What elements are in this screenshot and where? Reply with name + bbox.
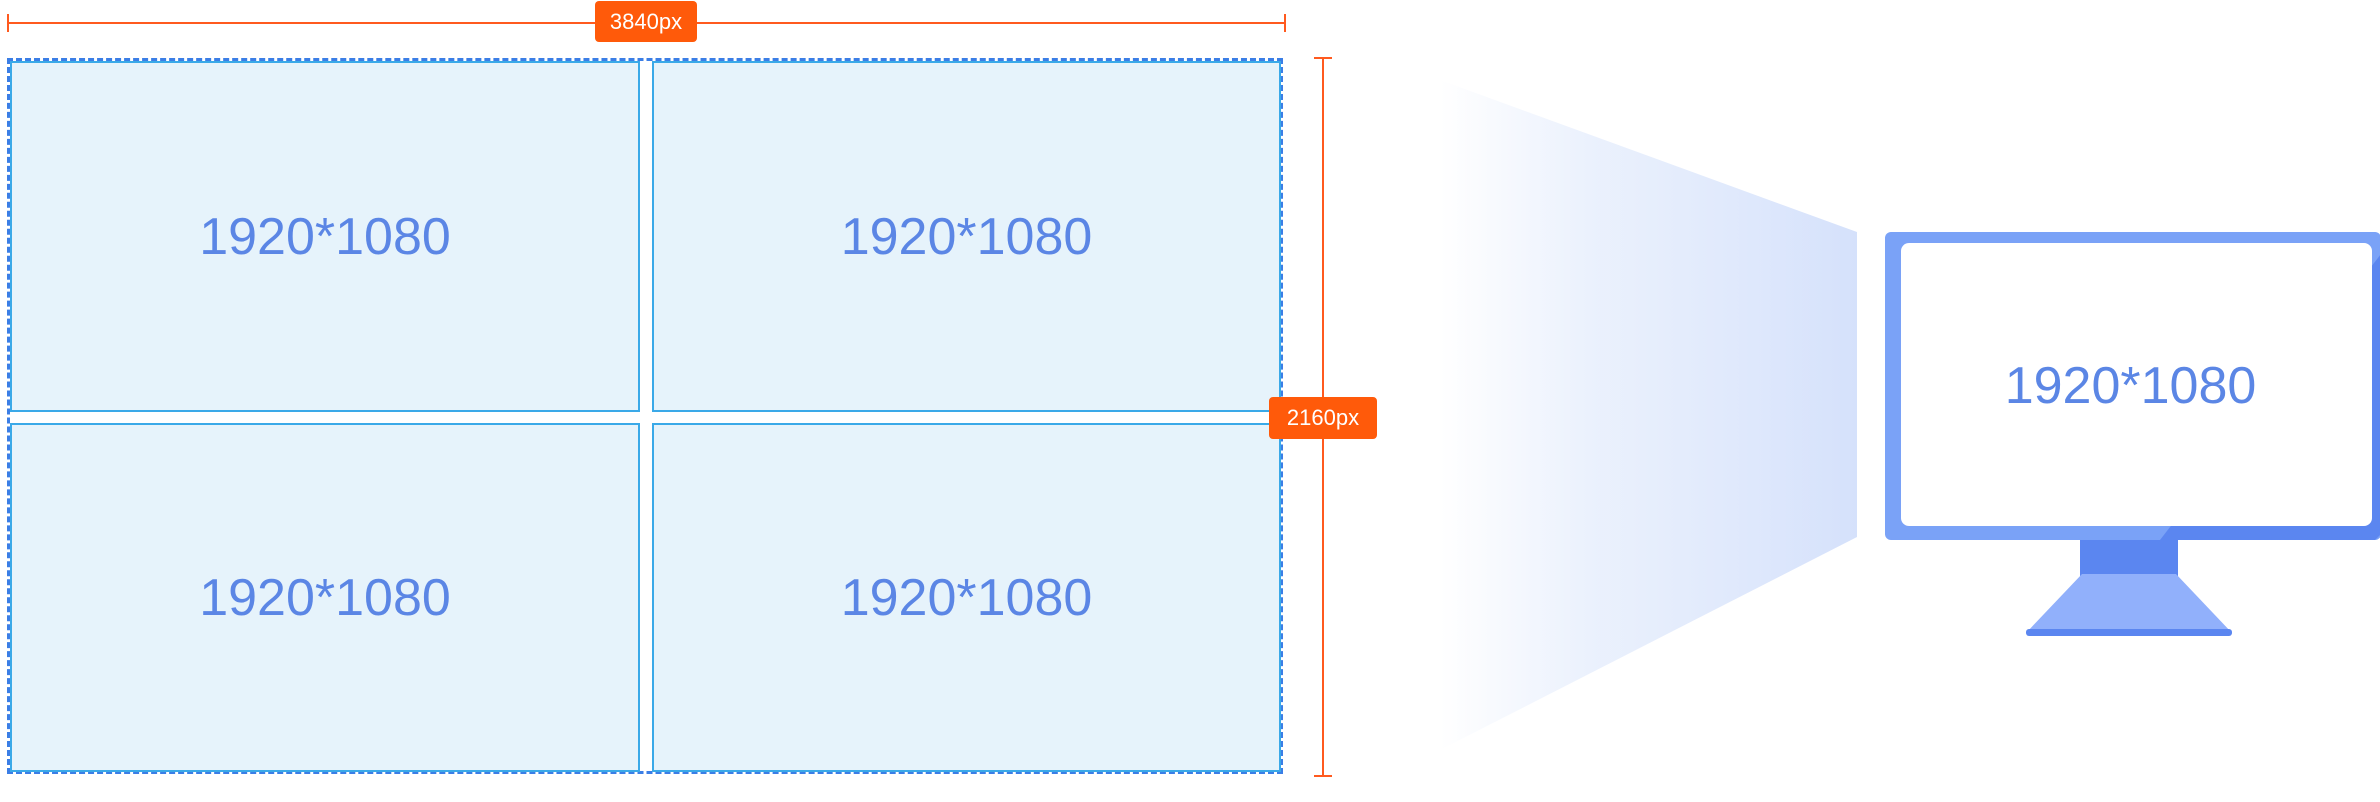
monitor-screen-label: 1920*1080 <box>2004 356 2257 415</box>
height-dimension-cap-top <box>1314 57 1332 59</box>
width-dimension-badge: 3840px <box>595 1 697 42</box>
monitor-icon <box>1885 232 2380 636</box>
height-dimension-badge: 2160px <box>1269 397 1377 439</box>
height-dimension-cap-bottom <box>1314 775 1332 777</box>
projection-beam <box>1440 80 1857 750</box>
screen-cell-top-right: 1920*1080 <box>652 61 1281 412</box>
screen-cell-top-left: 1920*1080 <box>10 61 640 412</box>
width-dimension-cap-left <box>7 14 9 32</box>
screen-cell-bottom-right: 1920*1080 <box>652 423 1281 772</box>
screen-cell-bottom-left: 1920*1080 <box>10 423 640 772</box>
width-dimension-cap-right <box>1284 14 1286 32</box>
